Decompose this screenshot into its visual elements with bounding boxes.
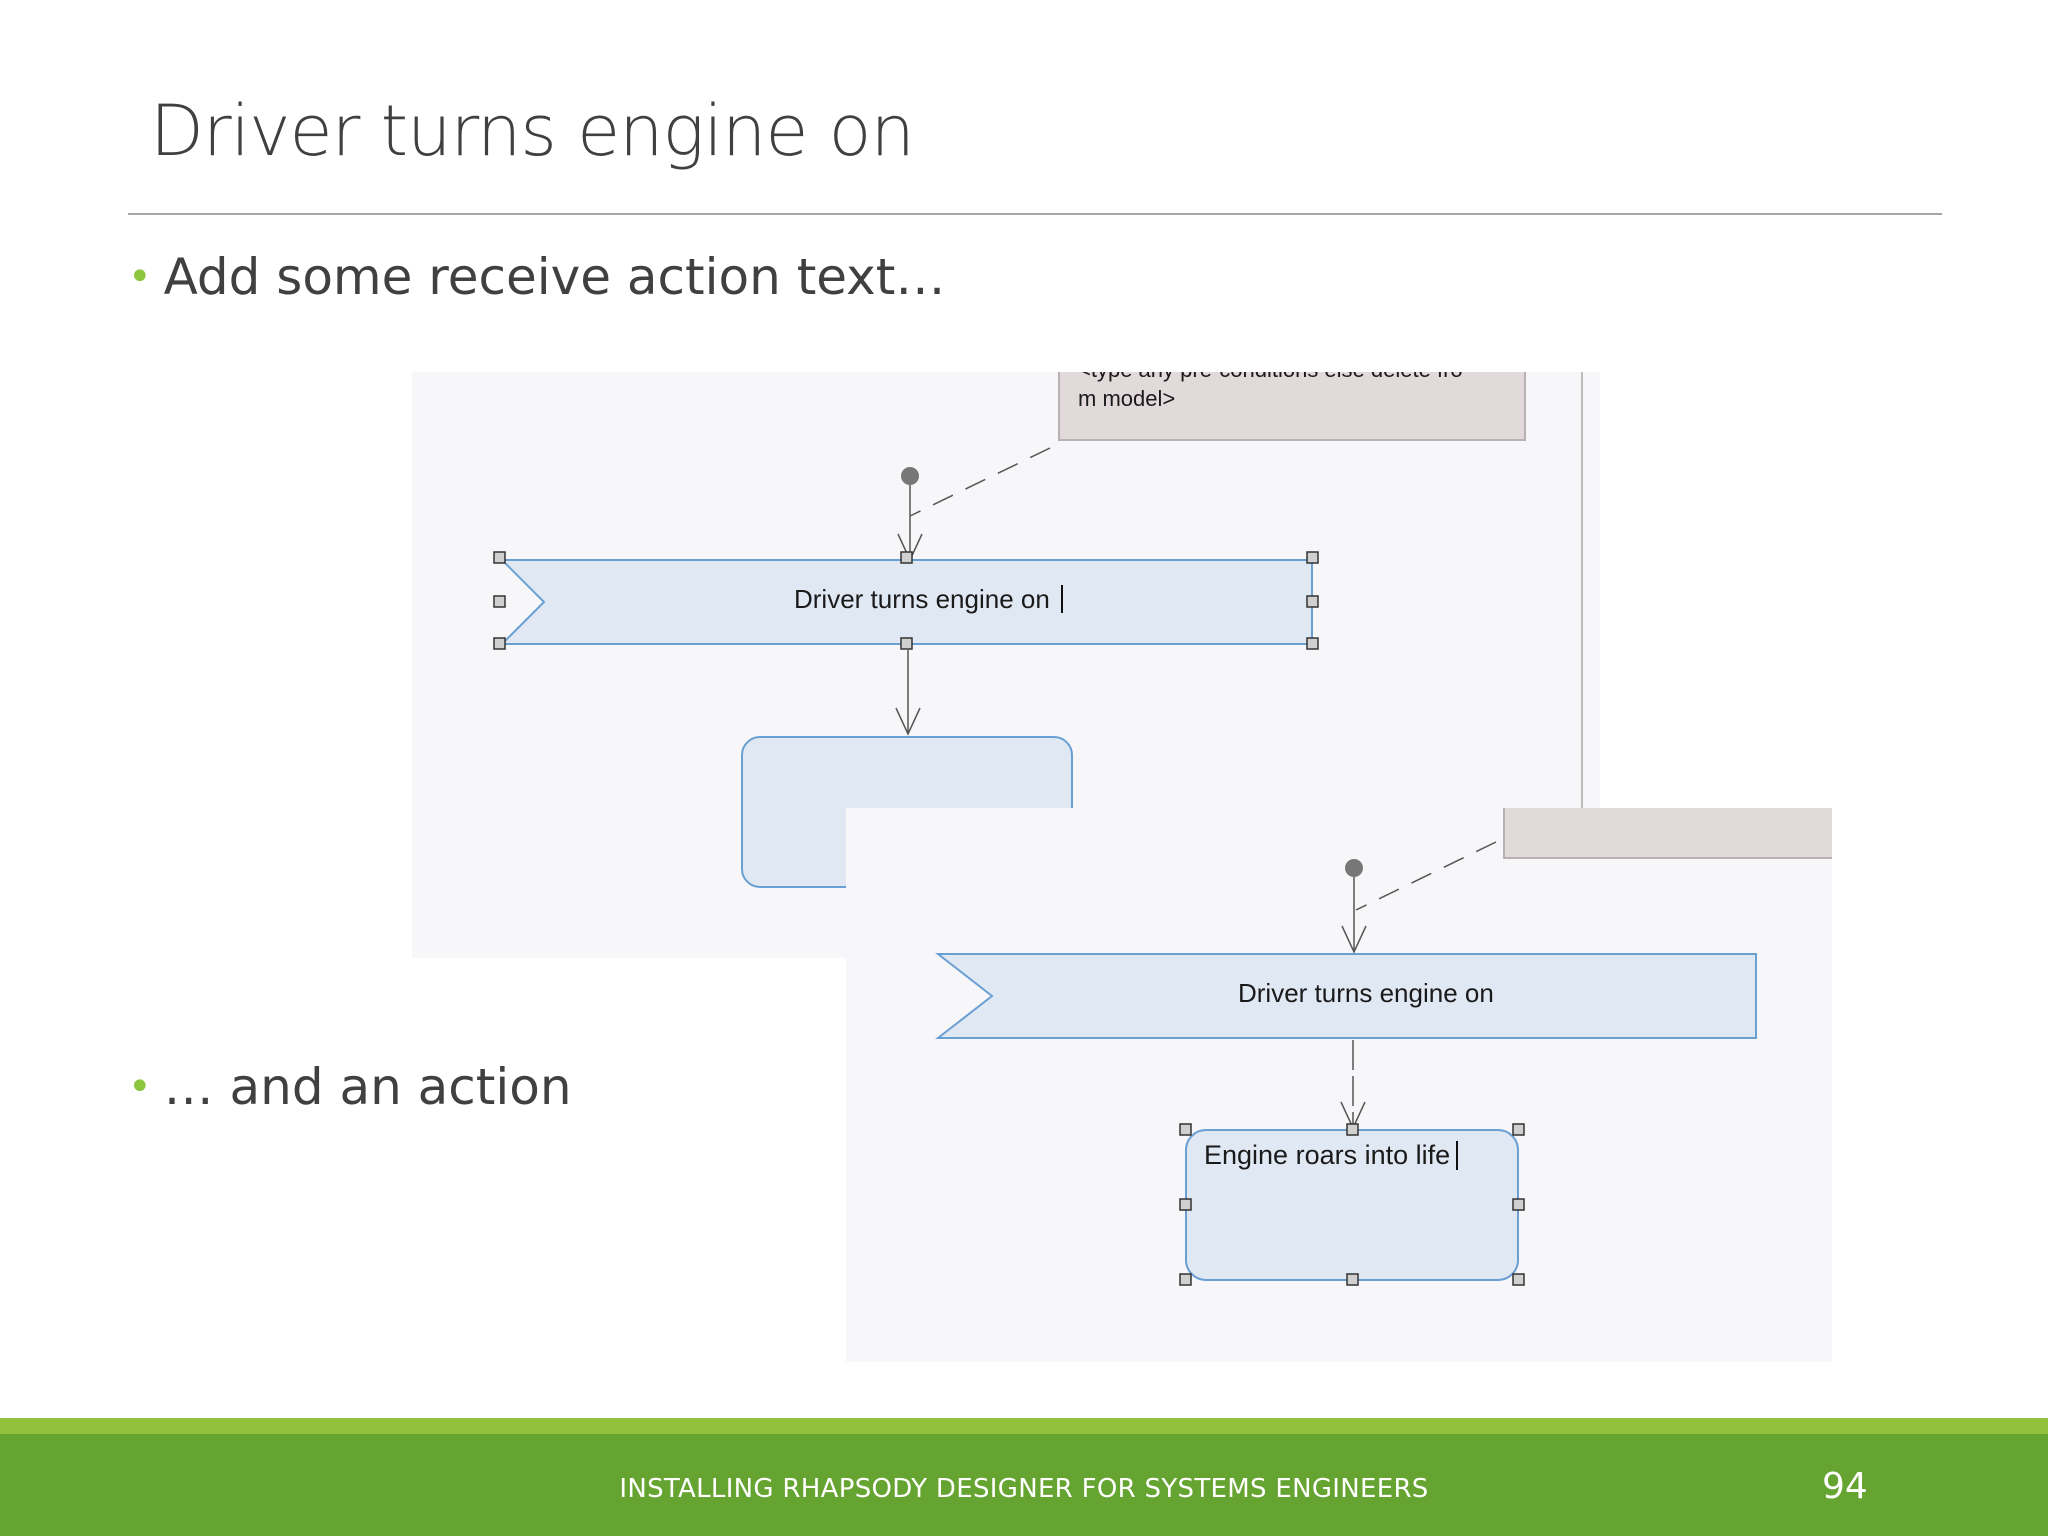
initial-node[interactable] xyxy=(901,467,919,485)
bullet-dot-icon-2: • xyxy=(128,1064,152,1110)
precondition-note-2[interactable] xyxy=(1503,808,1832,859)
receive-action-shape-2[interactable] xyxy=(935,953,1757,1039)
arrowhead-icon-3 xyxy=(1341,925,1367,954)
title-divider xyxy=(128,213,1942,215)
precondition-note[interactable] xyxy=(1058,372,1526,441)
note-anchor-line xyxy=(909,447,1051,517)
screenshot-action: Driver turns engine on Engine roars into… xyxy=(846,808,1832,1362)
bullet-dot-icon: • xyxy=(128,254,152,300)
action-label: Engine roars into life xyxy=(1204,1140,1450,1170)
footer-accent-band xyxy=(0,1418,2048,1434)
footer-band xyxy=(0,1434,2048,1536)
page-number: 94 xyxy=(1822,1466,1868,1507)
note-anchor-line-2 xyxy=(1355,841,1497,911)
receive-action-label-2: Driver turns engine on xyxy=(1238,978,1494,1008)
bullet-2-text: … and an action xyxy=(163,1058,572,1116)
footer-text: INSTALLING RHAPSODY DESIGNER FOR SYSTEMS… xyxy=(619,1474,1429,1504)
bullet-1-text: Add some receive action text… xyxy=(163,248,946,306)
slide-title: Driver turns engine on xyxy=(150,90,915,172)
diagram-2: Driver turns engine on Engine roars into… xyxy=(846,808,1832,1362)
bullet-1: •Add some receive action text… xyxy=(128,248,945,306)
note-line-1: <type any pre-conditions else delete fro xyxy=(1078,372,1463,382)
initial-node-2[interactable] xyxy=(1345,859,1363,877)
receive-action-label: Driver turns engine on xyxy=(794,584,1050,614)
arrowhead-icon-2 xyxy=(895,707,921,736)
note-line-2: m model> xyxy=(1078,386,1175,411)
selection-handles[interactable] xyxy=(493,551,1319,650)
selection-handles-2[interactable] xyxy=(1179,1123,1525,1286)
bullet-2: •… and an action xyxy=(128,1058,572,1116)
